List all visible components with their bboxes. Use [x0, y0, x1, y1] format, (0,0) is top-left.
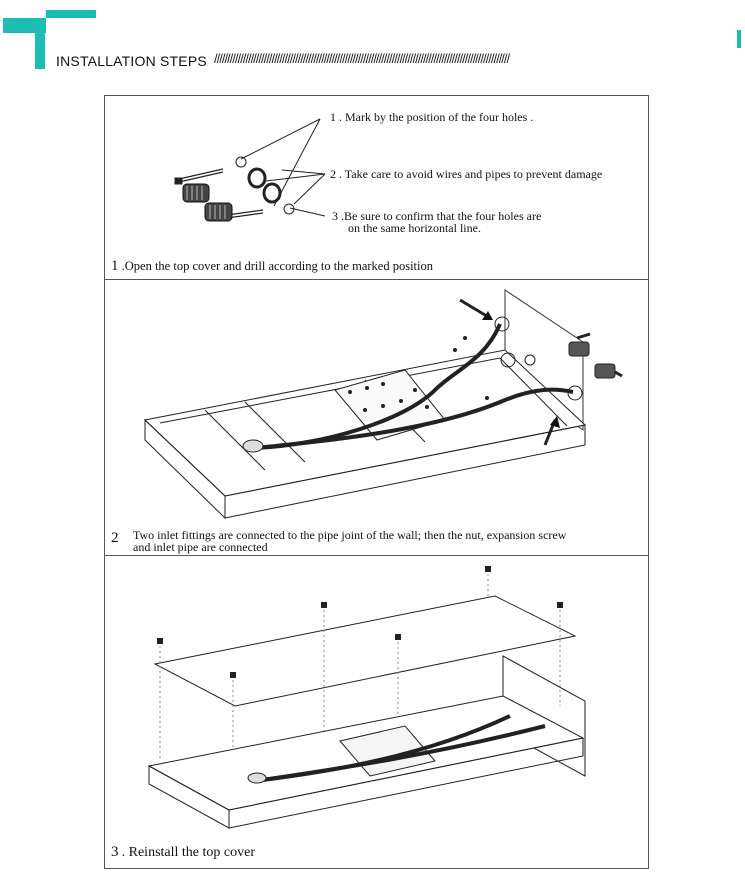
step-2-illustration — [143, 289, 623, 520]
step-1-panel: 1 . Mark by the position of the four hol… — [105, 96, 648, 280]
note-1: 1 . Mark by the position of the four hol… — [330, 110, 534, 124]
step-2-text-line1: Two inlet fittings are connected to the … — [133, 528, 567, 542]
step-3-number: 3 — [111, 844, 119, 860]
step-1-number: 1 — [111, 258, 119, 274]
step-2-caption: 2 — [111, 530, 119, 547]
note-2: 2 . Take care to avoid wires and pipes t… — [330, 167, 603, 181]
step-2-text-line2: and inlet pipe are connected — [133, 540, 268, 554]
page-title: INSTALLATION STEPS — [56, 53, 207, 69]
step-2-panel: 2 Two inlet fittings are connected to th… — [105, 280, 648, 556]
step-3-caption: 3 . Reinstall the top cover — [111, 844, 255, 860]
step-2-number: 2 — [111, 530, 119, 546]
header-accent-vertical — [35, 33, 45, 69]
header-accent-bar — [3, 18, 46, 33]
step-3-illustration — [147, 566, 586, 829]
header-accent-bar-top — [46, 10, 96, 18]
header-accent-right — [737, 30, 741, 48]
steps-frame: 1 . Mark by the position of the four hol… — [104, 95, 649, 869]
step-3-panel: 3 . Reinstall the top cover — [105, 556, 648, 868]
step-1-illustration — [174, 118, 326, 222]
step-1-caption: 1 .Open the top cover and drill accordin… — [111, 258, 433, 274]
note-3: 3 .Be sure to confirm that the four hole… — [332, 209, 542, 235]
header-divider: ////////////////////////////////////////… — [214, 51, 510, 66]
